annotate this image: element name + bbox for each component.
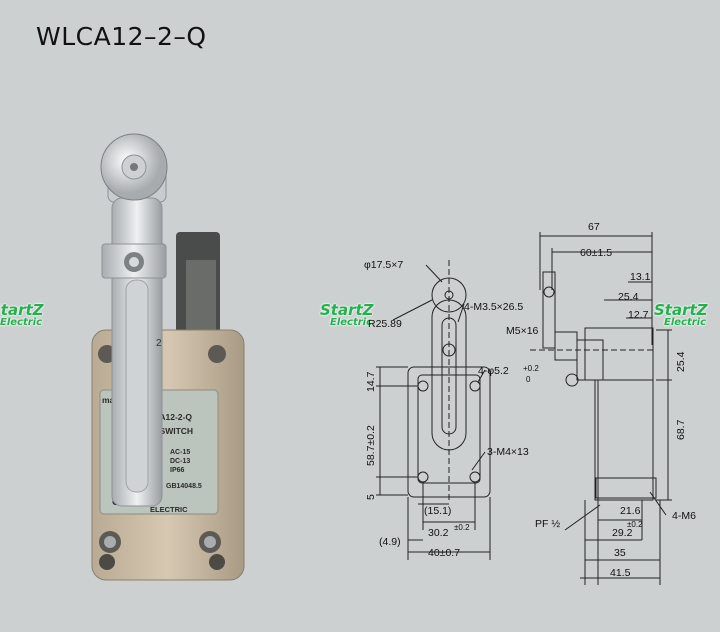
- spec-a: AC-15: [170, 449, 190, 456]
- dim-tol-02a: ±0.2: [454, 523, 470, 532]
- product-photo: maxtz WLCA12-2-Q LIMIT SWITCH AC-15 DC-1…: [91, 133, 245, 581]
- dim-pf: PF ½: [535, 518, 560, 530]
- dial-mark: 2: [156, 338, 162, 349]
- dim-254a: 25.4: [618, 291, 639, 303]
- maker-label: ELECTRIC: [150, 505, 188, 514]
- dim-127: 12.7: [628, 309, 649, 321]
- watermark-right-line1: StartZ: [654, 301, 708, 319]
- dim-292: 29.2: [612, 527, 633, 539]
- dim-587: 58.7±0.2: [365, 425, 377, 466]
- dim-m35: 4-M3.5×26.5: [464, 301, 523, 313]
- dim-147: 14.7: [365, 371, 377, 392]
- dim-687: 68.7: [675, 419, 687, 440]
- watermark-center-line1: StartZ: [320, 301, 374, 319]
- dim-302: 30.2: [428, 527, 449, 539]
- model-label: WLCA12-2-Q: [140, 412, 192, 422]
- dim-40: 40±0.7: [428, 547, 460, 559]
- watermark-right: StartZ Electric: [654, 302, 708, 328]
- watermark-left-line2: Electric: [0, 317, 43, 328]
- watermark-left: StartZ Electric: [0, 302, 44, 328]
- watermark-right-line2: Electric: [664, 317, 707, 328]
- dim-67: 67: [588, 221, 600, 233]
- spec-c: IP66: [170, 467, 185, 474]
- dim-49: (4.9): [379, 536, 401, 548]
- spec-d: GB14048.5: [166, 483, 202, 490]
- dim-m6: 4-M6: [672, 510, 696, 522]
- spec-b: DC-13: [170, 458, 190, 465]
- dim-m4x13: 3-M4×13: [487, 446, 529, 458]
- dim-216: 21.6: [620, 505, 641, 517]
- watermark-left-line1: StartZ: [0, 301, 44, 319]
- dim-415: 41.5: [610, 567, 631, 579]
- dim-131: 13.1: [630, 271, 651, 283]
- dim-5: 5: [365, 494, 377, 500]
- dim-d52: 4-φ5.2: [478, 365, 509, 377]
- dim-r89: R25.89: [368, 318, 402, 330]
- type-label: LIMIT SWITCH: [135, 426, 193, 436]
- dim-m5x16: M5×16: [506, 325, 539, 337]
- page-title: WLCA12–2–Q: [36, 22, 207, 51]
- dim-roller: φ17.5×7: [364, 259, 403, 271]
- watermark-center: StartZ Electric: [320, 302, 374, 328]
- dim-254b: 25.4: [675, 351, 687, 372]
- dim-tol-plus: +0.2: [523, 364, 539, 373]
- dim-151: (15.1): [424, 505, 451, 517]
- dim-35: 35: [614, 547, 626, 559]
- watermark-center-line2: Electric: [330, 317, 373, 328]
- dim-tol-02b: ±0.2: [627, 520, 643, 529]
- dim-tol-zero: 0: [526, 375, 531, 384]
- dim-60: 60±1.5: [580, 247, 612, 259]
